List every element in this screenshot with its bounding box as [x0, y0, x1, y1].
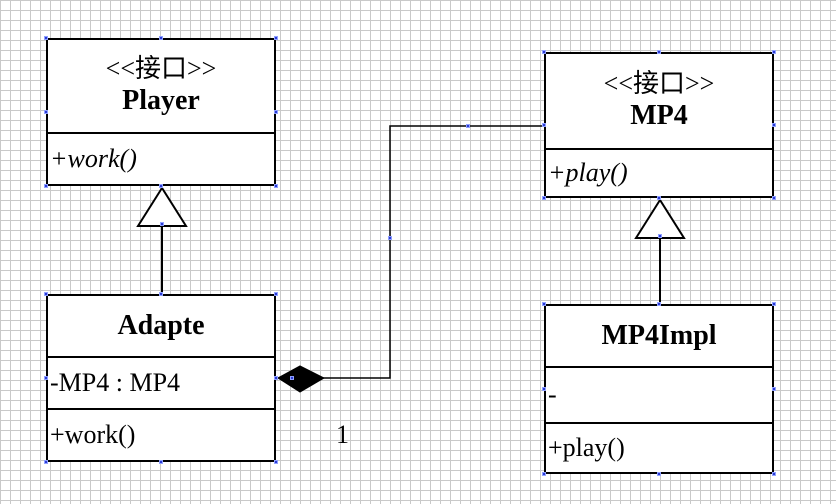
generalization-arrow-player[interactable] — [136, 186, 188, 227]
resize-handle[interactable] — [657, 50, 661, 54]
stereotype-label: <<接口>> — [603, 69, 715, 98]
generalization-arrow-mp4[interactable] — [634, 198, 686, 239]
operation-work[interactable]: +work() — [48, 408, 274, 460]
resize-handle[interactable] — [274, 460, 278, 464]
resize-handle[interactable] — [274, 376, 278, 380]
resize-handle[interactable] — [44, 460, 48, 464]
composition-diamond[interactable] — [277, 365, 326, 393]
resize-handle[interactable] — [542, 472, 546, 476]
class-adapte-header: Adapte — [48, 296, 274, 356]
resize-handle[interactable] — [657, 302, 661, 306]
stereotype-label: <<接口>> — [105, 54, 217, 83]
class-name: Player — [122, 85, 200, 116]
connector-handle[interactable] — [160, 222, 164, 226]
class-mp4impl-header: MP4Impl — [546, 306, 772, 366]
resize-handle[interactable] — [542, 50, 546, 54]
class-adapte[interactable]: Adapte -MP4 : MP4 +work() — [46, 294, 276, 462]
resize-handle[interactable] — [772, 472, 776, 476]
resize-handle[interactable] — [657, 196, 661, 200]
resize-handle[interactable] — [44, 184, 48, 188]
resize-handle[interactable] — [542, 387, 546, 391]
class-mp4-header: <<接口>> MP4 — [546, 54, 772, 148]
resize-handle[interactable] — [772, 387, 776, 391]
resize-handle[interactable] — [772, 196, 776, 200]
resize-handle[interactable] — [772, 123, 776, 127]
resize-handle[interactable] — [274, 184, 278, 188]
operation-play[interactable]: +play() — [546, 422, 772, 472]
resize-handle[interactable] — [44, 110, 48, 114]
class-name: MP4Impl — [601, 320, 717, 351]
class-name: Adapte — [117, 310, 205, 341]
operation-work[interactable]: +work() — [48, 132, 274, 184]
attribute-mp4[interactable]: -MP4 : MP4 — [48, 356, 274, 408]
connector-handle[interactable] — [388, 236, 392, 240]
resize-handle[interactable] — [44, 376, 48, 380]
attribute-placeholder[interactable]: - — [546, 366, 772, 422]
class-mp4impl[interactable]: MP4Impl - +play() — [544, 304, 774, 474]
resize-handle[interactable] — [159, 36, 163, 40]
resize-handle[interactable] — [159, 184, 163, 188]
composition-line-adapte-mp4[interactable] — [322, 125, 544, 379]
resize-handle[interactable] — [772, 302, 776, 306]
resize-handle[interactable] — [159, 460, 163, 464]
resize-handle[interactable] — [274, 110, 278, 114]
operation-play[interactable]: +play() — [546, 148, 772, 196]
class-mp4[interactable]: <<接口>> MP4 +play() — [544, 52, 774, 198]
resize-handle[interactable] — [44, 292, 48, 296]
class-name: MP4 — [630, 100, 688, 131]
connector-handle[interactable] — [290, 376, 294, 380]
resize-handle[interactable] — [44, 36, 48, 40]
connector-handle[interactable] — [658, 234, 662, 238]
class-player-header: <<接口>> Player — [48, 40, 274, 132]
resize-handle[interactable] — [542, 196, 546, 200]
resize-handle[interactable] — [772, 50, 776, 54]
resize-handle[interactable] — [542, 123, 546, 127]
class-player[interactable]: <<接口>> Player +work() — [46, 38, 276, 186]
resize-handle[interactable] — [159, 292, 163, 296]
resize-handle[interactable] — [657, 472, 661, 476]
connector-handle[interactable] — [466, 124, 470, 128]
resize-handle[interactable] — [542, 302, 546, 306]
resize-handle[interactable] — [274, 292, 278, 296]
resize-handle[interactable] — [274, 36, 278, 40]
multiplicity-label: 1 — [336, 420, 349, 449]
